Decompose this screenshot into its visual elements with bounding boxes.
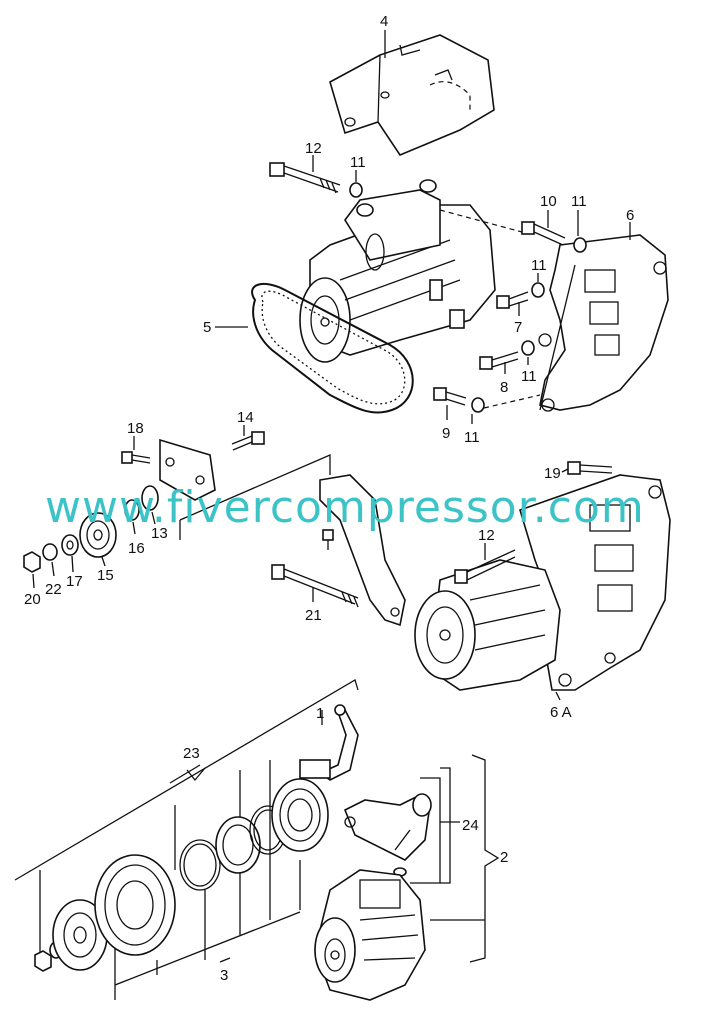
callout-3: 3 <box>220 967 228 984</box>
washer-11-c <box>531 282 545 298</box>
compressor-bottom <box>314 869 426 1001</box>
callout-4: 4 <box>380 13 388 30</box>
callout-12-mid: 12 <box>478 527 495 544</box>
callout-15: 15 <box>97 567 114 584</box>
callout-23: 23 <box>183 745 200 762</box>
idler-bracket <box>159 438 216 501</box>
callout-9: 9 <box>442 425 450 442</box>
callout-13: 13 <box>151 525 168 542</box>
mount-bracket-1 <box>299 704 359 781</box>
service-valve-block <box>343 793 432 861</box>
bolt-7 <box>496 291 529 309</box>
callout-22: 22 <box>45 581 62 598</box>
callout-2: 2 <box>500 849 508 866</box>
callout-16: 16 <box>128 540 145 557</box>
bearing <box>215 816 261 874</box>
bolt-18 <box>121 451 151 464</box>
support-bracket <box>319 474 406 627</box>
callout-11-top: 11 <box>350 154 366 171</box>
callout-11-c: 11 <box>531 257 547 274</box>
snap-ring <box>179 839 221 891</box>
callout-11-e: 11 <box>464 429 480 446</box>
washer-17 <box>61 534 79 556</box>
idler-pulley-15 <box>79 512 117 558</box>
bracket-6 <box>538 234 669 412</box>
bolt-small-mid <box>322 529 334 550</box>
callout-24: 24 <box>462 817 479 834</box>
washer-11-e <box>471 397 485 413</box>
washer-11-top <box>349 182 363 198</box>
drive-belt <box>251 282 414 414</box>
bolt-14 <box>231 431 265 451</box>
callout-5: 5 <box>203 319 211 336</box>
spacer-13-16 <box>124 485 159 521</box>
callout-6: 6 <box>626 207 634 224</box>
callout-11-b: 11 <box>571 193 587 210</box>
field-coil <box>271 778 329 852</box>
pulley <box>94 854 176 956</box>
callout-11-d: 11 <box>521 368 537 385</box>
callout-20: 20 <box>24 591 41 608</box>
callout-21: 21 <box>305 607 322 624</box>
nut-20 <box>23 551 41 573</box>
washer-22 <box>42 543 58 561</box>
callout-10: 10 <box>540 193 557 210</box>
compressor-mid <box>414 559 561 691</box>
callout-14: 14 <box>237 409 254 426</box>
callout-17: 17 <box>66 573 83 590</box>
bolt-21 <box>271 564 359 608</box>
callout-18: 18 <box>127 420 144 437</box>
callout-6a: 6 A <box>550 704 572 721</box>
bolt-9 <box>433 387 467 406</box>
bolt-12-mid <box>454 549 516 584</box>
watermark: www.fivercompressor.com <box>45 482 645 533</box>
callout-1: 1 <box>316 705 324 722</box>
bolt-19 <box>567 461 613 475</box>
callout-7: 7 <box>514 319 522 336</box>
washer-11-b <box>573 237 587 253</box>
bolt-12-top <box>269 162 341 194</box>
washer-11-d <box>521 340 535 356</box>
bolt-8 <box>479 351 519 370</box>
callout-8: 8 <box>500 379 508 396</box>
callout-12-top: 12 <box>305 140 322 157</box>
compressor-top <box>299 179 496 363</box>
bolt-10 <box>521 221 566 246</box>
heat-shield <box>329 34 495 156</box>
callout-19: 19 <box>544 465 561 482</box>
